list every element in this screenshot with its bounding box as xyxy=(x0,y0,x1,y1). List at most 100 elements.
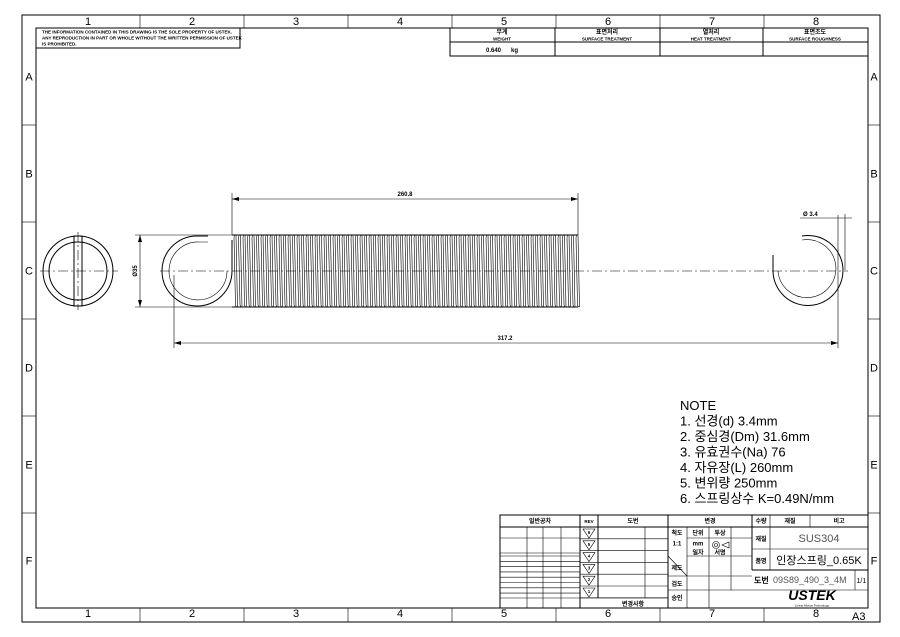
column-marker: 8 xyxy=(813,16,819,28)
dimension-overall-length: 317.2 xyxy=(173,215,839,348)
revision-mark: 1 xyxy=(588,589,591,594)
column-marker: 4 xyxy=(397,16,403,28)
sheet-number: 1/1 xyxy=(857,578,867,585)
coil-turn xyxy=(559,234,562,308)
coil-turn xyxy=(357,234,360,308)
unit-label: 단위 xyxy=(692,529,703,537)
coil-turn xyxy=(361,234,364,308)
coil-turn xyxy=(339,234,342,308)
coil-turn xyxy=(258,234,261,308)
scale-label: 척도 xyxy=(671,529,683,537)
coil-turn xyxy=(388,234,391,308)
heat-treatment-header-en: HEAT TREATMENT xyxy=(691,37,732,42)
row-marker: B xyxy=(870,169,877,181)
weight-header-en: WEIGHT xyxy=(493,37,511,42)
coil-turn xyxy=(469,234,472,308)
company-logo: USTEK xyxy=(788,587,836,603)
row-marker: F xyxy=(26,556,33,568)
column-marker: 6 xyxy=(605,608,611,620)
doc-no-header: 도번 xyxy=(627,517,638,525)
coil-turn xyxy=(528,234,531,308)
third-angle-projection-icon xyxy=(712,541,730,549)
coil-turn xyxy=(312,234,315,308)
note-item: 6. 스프링상수 K=0.49N/mm xyxy=(680,491,834,506)
coil-turn xyxy=(424,234,427,308)
weight-unit: kg xyxy=(511,48,518,54)
coil-turn xyxy=(487,234,490,308)
spring-coils xyxy=(233,234,580,308)
row-marker: C xyxy=(870,266,878,278)
part-name-value: 인장스프링_0.65K xyxy=(776,554,862,567)
column-marker: 3 xyxy=(293,16,299,28)
coil-turn xyxy=(465,234,468,308)
general-tolerance-header: 일반공차 xyxy=(529,517,552,525)
column-marker: 7 xyxy=(709,608,715,620)
column-marker: 6 xyxy=(605,16,611,28)
revision-triangle-icon xyxy=(582,564,596,574)
row-marker: B xyxy=(25,169,32,181)
coil-turn xyxy=(546,234,549,308)
heat-treatment-header: 열처리 xyxy=(703,28,720,36)
coil-turn xyxy=(429,234,432,308)
coil-turn xyxy=(456,234,459,308)
scale-value: 1:1 xyxy=(673,542,682,548)
surface-treatment-header: 표면처리 xyxy=(596,28,618,36)
coil-turn xyxy=(420,234,423,308)
revision-mark: 4 xyxy=(588,554,591,559)
coil-turn xyxy=(384,234,387,308)
outer-frame xyxy=(21,14,881,623)
coil-turn xyxy=(253,234,256,308)
row-marker: C xyxy=(25,266,33,278)
coil-turn xyxy=(505,234,508,308)
row-marker: A xyxy=(25,72,33,84)
revision-mark: 3 xyxy=(588,565,591,570)
coil-turn xyxy=(298,234,301,308)
coil-turn xyxy=(240,234,243,308)
coil-turn xyxy=(397,234,400,308)
company-tagline: Linear Motion Technology xyxy=(795,604,830,608)
revision-triangle-icon xyxy=(582,587,596,598)
column-marker: 5 xyxy=(501,16,507,28)
note-item: 4. 자유장(L) 260mm xyxy=(680,460,793,475)
dimension-wire-diameter: Ø 3.4 xyxy=(800,212,852,270)
coil-turn xyxy=(307,234,310,308)
coil-turn xyxy=(442,234,445,308)
dwg-no-label: 도번 xyxy=(754,575,769,585)
coil-turn xyxy=(280,234,283,308)
coil-turn xyxy=(379,234,382,308)
coil-turn xyxy=(541,234,544,308)
material-header: 재질 xyxy=(784,517,796,525)
notice-line-1: THE INFORMATION CONTAINED IN THIS DRAWIN… xyxy=(42,30,232,35)
column-marker: 2 xyxy=(189,608,195,620)
note-item: 2. 중심경(Dm) 31.6mm xyxy=(680,429,810,444)
coil-turn xyxy=(285,234,288,308)
notes-title: NOTE xyxy=(680,398,716,413)
coil-turn xyxy=(555,234,558,308)
coil-turn xyxy=(492,234,495,308)
row-marker: E xyxy=(870,460,877,472)
drawn-label: 제도 xyxy=(671,564,683,572)
unit-value: mm xyxy=(693,542,704,548)
coil-turn xyxy=(411,234,414,308)
material-label: 재질 xyxy=(755,535,767,543)
notes-block: NOTE 1. 선경(d) 3.4mm 2. 중심경(Dm) 31.6mm 3.… xyxy=(680,398,834,506)
coil-turn xyxy=(316,234,319,308)
column-marker: 1 xyxy=(85,608,91,620)
dwg-no-value: 09S89_490_3_4M xyxy=(773,575,847,585)
spring-side-view xyxy=(160,234,848,308)
coil-turn xyxy=(402,234,405,308)
outer-diameter-label: Ø35 xyxy=(133,265,139,277)
coil-turn xyxy=(501,234,504,308)
column-marker: 2 xyxy=(189,16,195,28)
coil-turn xyxy=(415,234,418,308)
notice-box: THE INFORMATION CONTAINED IN THIS DRAWIN… xyxy=(36,28,243,49)
wire-diameter-label: Ø 3.4 xyxy=(803,212,818,218)
qty-header: 수량 xyxy=(755,517,767,525)
coil-turn xyxy=(330,234,333,308)
top-spec-table: 무게 WEIGHT 표면처리 SURFACE TREATMENT 열처리 HEA… xyxy=(449,28,868,57)
coil-turn xyxy=(393,234,396,308)
coil-turn xyxy=(276,234,279,308)
coil-turn xyxy=(406,234,409,308)
coil-turn xyxy=(244,234,247,308)
column-marker: 3 xyxy=(293,608,299,620)
